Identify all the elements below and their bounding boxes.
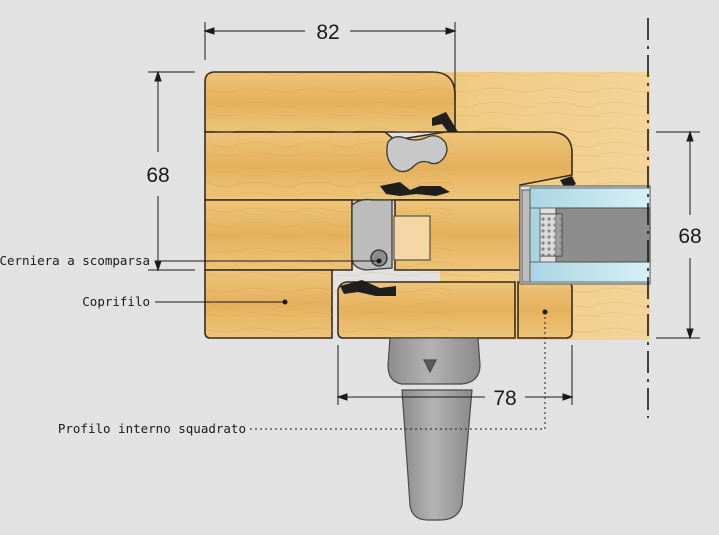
- wood-grain: [206, 73, 454, 337]
- gaskets: [340, 112, 576, 296]
- dim-left: [148, 70, 195, 272]
- glazing-unit: [519, 185, 651, 285]
- dim-bottom-value: 78: [493, 387, 516, 410]
- label-cover-strip: Coprifilo: [82, 294, 150, 309]
- dim-top-value: 82: [316, 21, 339, 44]
- dim-left-value: 68: [146, 164, 169, 187]
- dim-right: [656, 130, 700, 340]
- dim-bottom: [336, 345, 574, 405]
- label-hinge: Cerniera a scomparsa: [0, 253, 150, 268]
- leader-lines: [155, 258, 548, 430]
- handle: [387, 337, 481, 521]
- dim-right-value: 68: [678, 225, 701, 248]
- dim-top: [203, 22, 457, 100]
- label-inner-profile: Profilo interno squadrato: [58, 421, 246, 436]
- hinge-cavity: [351, 135, 448, 271]
